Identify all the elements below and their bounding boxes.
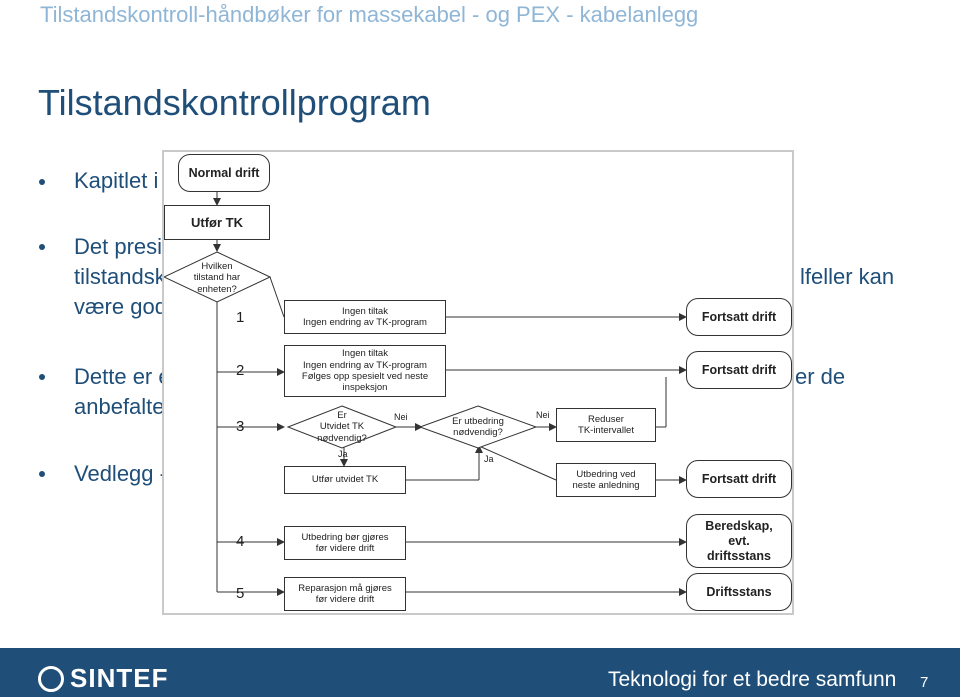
bullet-dot (39, 374, 45, 380)
reduser-node: Reduser TK-intervallet (556, 408, 656, 442)
bullet-3-right: er de (795, 364, 846, 389)
utbedring-neste-node: Utbedring ved neste anledning (556, 463, 656, 497)
decision-state-line: Hvilken (201, 260, 233, 272)
utbedring-bor-line: Utbedring bør gjøres (301, 531, 389, 543)
beredskap-line: driftsstans (707, 548, 771, 563)
box-follow-up-line: Ingen endring av TK-program (303, 359, 427, 371)
decision-utvidet-line: nødvendig? (317, 432, 367, 444)
state-number-1: 1 (236, 309, 245, 326)
utfor-utvidet-node: Utfør utvidet TK (284, 466, 406, 494)
box-follow-up-line: Ingen tiltak (342, 348, 388, 360)
reparasjon-line: Reparasjon må gjøres (298, 582, 392, 594)
bullet-3-line1: Dette er e (74, 364, 171, 389)
utbedring-bor-line: før videre drift (315, 543, 375, 554)
decision-utbedring-line: nødvendig? (453, 427, 503, 438)
bullet-2-right: lfeller kan (800, 264, 895, 289)
ja-label: Ja (338, 449, 348, 459)
beredskap-line: evt. (728, 533, 750, 548)
nei-label: Nei (536, 410, 550, 420)
box-no-action-line: Ingen endring av TK-program (303, 317, 427, 328)
nei-label: Nei (394, 412, 408, 422)
reparasjon-node: Reparasjon må gjøres før videre drift (284, 577, 406, 611)
footer-tagline: Teknologi for et bedre samfunn (608, 668, 897, 691)
decision-utvidet-line: Er (337, 409, 347, 421)
decision-utvidet-line: Utvidet TK (319, 421, 365, 433)
bullet-dot (39, 471, 45, 477)
box-follow-up: Ingen tiltak Ingen endring av TK-program… (284, 345, 446, 397)
decision-utbedring-line: Er utbedring (452, 415, 504, 427)
reparasjon-line: før videre drift (315, 594, 375, 605)
bullet-2-line3: være god (74, 294, 167, 319)
box-no-action-line: Ingen tiltak (342, 305, 388, 317)
box-follow-up-line: inspeksjon (342, 382, 388, 394)
flowchart-connectors (164, 192, 687, 596)
header-title: Tilstandskontroll-håndbøker for massekab… (40, 2, 699, 27)
footer-bar (0, 648, 960, 697)
utfor-tk-node: Utfør TK (164, 205, 270, 240)
fortsatt-drift-2: Fortsatt drift (686, 351, 792, 389)
decision-state-line: tilstand har (193, 272, 241, 284)
decision-state: Hvilken tilstand har enheten? (182, 260, 252, 296)
state-number-4: 4 (236, 533, 245, 550)
decision-state-line: enheten? (197, 283, 237, 295)
reduser-line: Reduser (588, 413, 624, 425)
state-number-5: 5 (236, 585, 245, 602)
sintef-logo-icon (38, 666, 64, 692)
box-no-action: Ingen tiltak Ingen endring av TK-program (284, 300, 446, 334)
bullet-2-line2: tilstandsk (74, 264, 166, 289)
driftsstans-node: Driftsstans (686, 573, 792, 611)
decision-utbedring: Er utbedring nødvendig? (440, 414, 516, 440)
box-follow-up-line: Følges opp spesielt ved neste (301, 371, 429, 382)
fortsatt-drift-1: Fortsatt drift (686, 298, 792, 336)
state-number-3: 3 (236, 418, 245, 435)
sintef-logo: SINTEF (70, 663, 169, 693)
fortsatt-drift-3: Fortsatt drift (686, 460, 792, 498)
ja-label: Ja (484, 454, 494, 464)
bullet-4: Vedlegg - (74, 461, 167, 486)
decision-utvidet: Er Utvidet TK nødvendig? (304, 409, 380, 445)
normal-drift-node: Normal drift (178, 154, 270, 192)
bullet-1: Kapitlet i (74, 168, 159, 193)
flowchart: Normal drift Utfør TK Hvilken tilstand h… (162, 150, 794, 615)
bullet-dot (39, 244, 45, 250)
state-number-2: 2 (236, 362, 245, 379)
beredskap-line: Beredskap, (705, 518, 773, 533)
bullet-dot (39, 179, 45, 185)
utbedring-neste-line: Utbedring ved (576, 468, 636, 480)
beredskap-node: Beredskap, evt. driftsstans (686, 514, 792, 568)
bullet-3-line2: anbefalte (74, 394, 165, 419)
reduser-line: TK-intervallet (578, 425, 634, 436)
bullet-2-line1: Det presi (74, 234, 163, 259)
page-title: Tilstandskontrollprogram (38, 82, 431, 123)
page-number: 7 (920, 674, 929, 691)
utbedring-neste-line: neste anledning (572, 480, 640, 491)
utbedring-bor-node: Utbedring bør gjøres før videre drift (284, 526, 406, 560)
